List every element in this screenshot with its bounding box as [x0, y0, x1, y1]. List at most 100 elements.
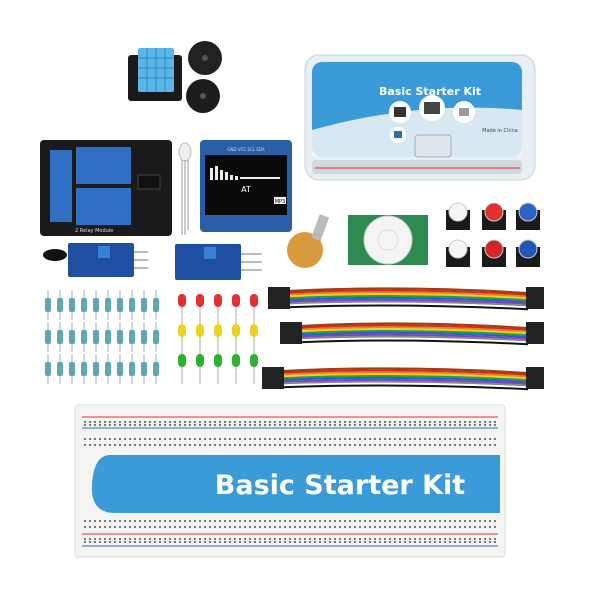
breadboard-hole: [239, 438, 241, 440]
breadboard-hole: [354, 538, 356, 540]
breadboard-hole: [339, 541, 341, 543]
breadboard-hole: [329, 424, 331, 426]
breadboard-hole: [344, 538, 346, 540]
breadboard-hole: [349, 421, 351, 423]
breadboard-hole: [434, 526, 436, 528]
breadboard-hole: [459, 520, 461, 522]
breadboard-hole: [399, 444, 401, 446]
breadboard-hole: [194, 424, 196, 426]
breadboard-hole: [414, 421, 416, 423]
breadboard-hole: [264, 520, 266, 522]
breadboard-hole: [424, 424, 426, 426]
led: [232, 294, 240, 307]
breadboard-hole: [299, 424, 301, 426]
jumper-wire: [281, 369, 529, 376]
resistor: [45, 362, 51, 376]
breadboard-hole: [474, 538, 476, 540]
breadboard-hole: [194, 526, 196, 528]
breadboard-hole: [274, 526, 276, 528]
breadboard-hole: [339, 526, 341, 528]
breadboard-hole: [299, 541, 301, 543]
breadboard-hole: [284, 424, 286, 426]
breadboard-hole: [364, 438, 366, 440]
breadboard-hole: [134, 541, 136, 543]
breadboard-hole: [289, 538, 291, 540]
breadboard-hole: [484, 421, 486, 423]
breadboard-hole: [479, 424, 481, 426]
breadboard-hole: [384, 526, 386, 528]
breadboard-hole: [384, 438, 386, 440]
breadboard-hole: [139, 520, 141, 522]
breadboard-hole: [114, 541, 116, 543]
breadboard-hole: [114, 526, 116, 528]
breadboard-hole: [364, 538, 366, 540]
breadboard-hole: [464, 520, 466, 522]
breadboard-hole: [359, 538, 361, 540]
breadboard-hole: [279, 438, 281, 440]
breadboard-hole: [389, 444, 391, 446]
breadboard-hole: [209, 538, 211, 540]
breadboard-hole: [94, 424, 96, 426]
breadboard-hole: [279, 538, 281, 540]
breadboard-hole: [454, 444, 456, 446]
breadboard-hole: [389, 424, 391, 426]
breadboard-hole: [104, 421, 106, 423]
breadboard-hole: [434, 538, 436, 540]
breadboard-hole: [254, 538, 256, 540]
breadboard-hole: [209, 421, 211, 423]
breadboard-hole: [194, 444, 196, 446]
breadboard-hole: [364, 520, 366, 522]
breadboard-hole: [274, 421, 276, 423]
breadboard-hole: [239, 424, 241, 426]
breadboard-hole: [204, 444, 206, 446]
breadboard-hole: [249, 444, 251, 446]
breadboard-hole: [344, 526, 346, 528]
breadboard-hole: [259, 520, 261, 522]
breadboard-hole: [334, 438, 336, 440]
resistor: [153, 298, 159, 312]
led: [196, 354, 204, 367]
breadboard-hole: [214, 444, 216, 446]
breadboard-hole: [389, 526, 391, 528]
breadboard-hole: [424, 444, 426, 446]
breadboard-hole: [294, 438, 296, 440]
breadboard-hole: [489, 526, 491, 528]
breadboard-hole: [489, 424, 491, 426]
led: [196, 324, 204, 337]
breadboard-hole: [139, 538, 141, 540]
breadboard-hole: [254, 444, 256, 446]
breadboard-hole: [479, 538, 481, 540]
breadboard-hole: [339, 538, 341, 540]
breadboard-hole: [294, 526, 296, 528]
breadboard-hole: [169, 444, 171, 446]
breadboard-hole: [444, 444, 446, 446]
breadboard-hole: [339, 438, 341, 440]
breadboard-hole: [409, 424, 411, 426]
breadboard-hole: [404, 438, 406, 440]
breadboard-hole: [424, 526, 426, 528]
breadboard-hole: [484, 438, 486, 440]
breadboard-hole: [414, 541, 416, 543]
breadboard-hole: [164, 538, 166, 540]
breadboard-hole: [239, 541, 241, 543]
breadboard-hole: [379, 444, 381, 446]
breadboard-hole: [174, 444, 176, 446]
breadboard-hole: [209, 526, 211, 528]
relay-label: 2 Relay Module: [75, 228, 113, 234]
resistor: [141, 362, 147, 376]
breadboard-hole: [444, 438, 446, 440]
jumper-wire: [299, 333, 529, 340]
breadboard-hole: [104, 541, 106, 543]
breadboard-hole: [144, 538, 146, 540]
breadboard-hole: [399, 541, 401, 543]
breadboard-hole: [294, 424, 296, 426]
breadboard-hole: [459, 424, 461, 426]
button-cap: [484, 202, 504, 222]
breadboard-hole: [409, 520, 411, 522]
breadboard-hole: [119, 421, 121, 423]
breadboard-hole: [324, 541, 326, 543]
breadboard-hole: [194, 538, 196, 540]
breadboard-hole: [359, 520, 361, 522]
jumper-wire: [299, 331, 529, 338]
breadboard-hole: [184, 520, 186, 522]
